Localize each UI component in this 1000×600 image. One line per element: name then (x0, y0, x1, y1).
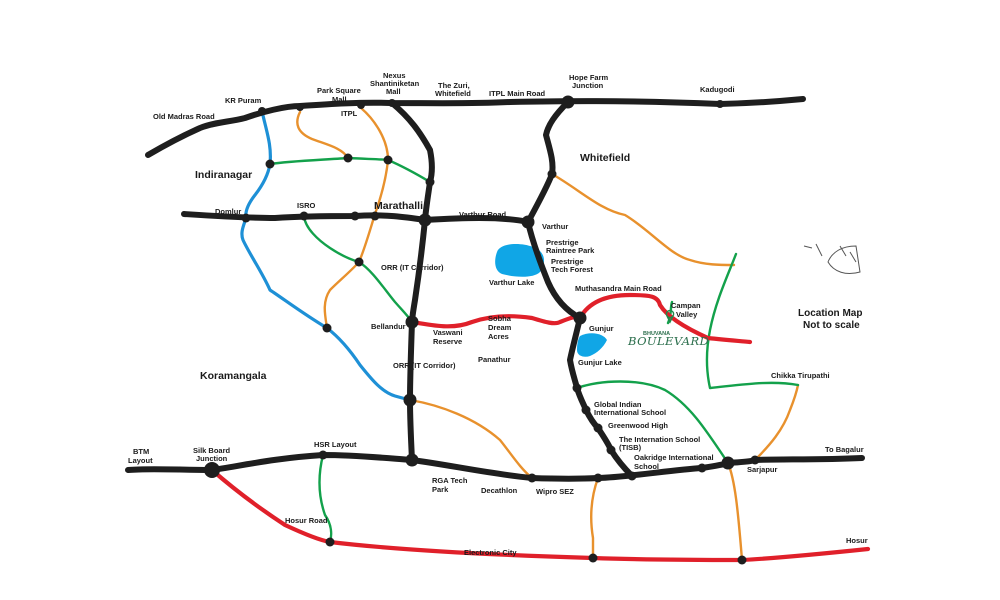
label-campan-valley: Valley (676, 310, 698, 319)
label-orr-1: ORR (IT Corridor) (381, 263, 444, 272)
label-greenwood: Greenwood High (608, 421, 668, 430)
label-whitefield: Whitefield (580, 152, 630, 164)
main-roads (125, 96, 865, 482)
label-sobha-dream: Dream (488, 323, 512, 332)
label-marathalli: Marathalli (374, 200, 423, 212)
orange-roads (296, 106, 800, 562)
label-chikka-tirupathi: Chikka Tirupathi (771, 371, 830, 380)
label-old-madras-road: Old Madras Road (153, 112, 215, 121)
project-logo-text: BOULEVARD (627, 334, 709, 348)
compass-icon (803, 243, 861, 275)
label-campan: Campan (671, 301, 701, 310)
label-varthur-road: Varthur Road (459, 210, 507, 219)
label-zuri: The Zuri, (438, 81, 470, 90)
label-silk-board-2: Junction (196, 454, 228, 463)
label-hosur-road: Hosur Road (285, 516, 328, 525)
red-roads (209, 292, 871, 563)
label-rga: RGA Tech (432, 476, 468, 485)
label-wipro: Wipro SEZ (536, 487, 574, 496)
label-rga-park: Park (432, 485, 449, 494)
label-global-indian: Global Indian (594, 400, 642, 409)
label-decathlon: Decathlon (481, 486, 518, 495)
label-bellandur: Bellandur (371, 322, 406, 331)
label-muthasandra: Muthasandra Main Road (575, 284, 662, 293)
blue-road (240, 109, 412, 402)
label-tisb-2: (TISB) (619, 443, 642, 452)
label-itpl-main-road: ITPL Main Road (489, 89, 546, 98)
label-panathur: Panathur (478, 355, 511, 364)
label-not-to-scale: Not to scale (803, 320, 860, 331)
label-hope-farm-2: Junction (572, 81, 604, 90)
label-koramangala: Koramangala (200, 370, 267, 382)
label-location-map: Location Map (798, 308, 862, 319)
label-hosur: Hosur (846, 536, 868, 545)
label-varthur-lake: Varthur Lake (489, 278, 534, 287)
project-logo-small: BHUVANA (643, 331, 670, 337)
project-location-pin-icon (665, 309, 675, 324)
label-park-square: Park Square (317, 86, 361, 95)
label-gunjur: Gunjur (589, 324, 614, 333)
label-kr-puram: KR Puram (225, 96, 262, 105)
label-global-indian-2: International School (594, 408, 666, 417)
label-btm: BTM (133, 447, 149, 456)
label-itpl: ITPL (341, 109, 358, 118)
label-prestige-tech: Prestrige (551, 257, 584, 266)
label-prestige-tech-2: Tech Forest (551, 265, 593, 274)
label-hsr-layout: HSR Layout (314, 440, 357, 449)
label-silk-board: Silk Board (193, 446, 231, 455)
label-to-bagalur: To Bagalur (825, 445, 864, 454)
label-kadugodi: Kadugodi (700, 85, 735, 94)
label-nexus-mall: Mall (386, 87, 401, 96)
label-park-square-mall: Mall (332, 95, 347, 104)
label-sobha-acres: Acres (488, 332, 509, 341)
map-labels: Old Madras Road KR Puram Park Square Mal… (128, 71, 868, 557)
label-sarjapur: Sarjapur (747, 465, 778, 474)
label-oakridge-2: School (634, 462, 659, 471)
junction-nodes (204, 95, 760, 565)
label-oakridge: Oakridge International (634, 453, 714, 462)
gunjur-lake (577, 333, 607, 357)
label-varthur: Varthur (542, 222, 568, 231)
label-orr-2: ORR (IT Corridor) (393, 361, 456, 370)
varthur-lake (495, 244, 545, 277)
label-electronic-city: Electronic City (464, 548, 517, 557)
label-hope-farm: Hope Farm (569, 73, 609, 82)
label-isro: ISRO (297, 201, 316, 210)
label-gunjur-lake: Gunjur Lake (578, 358, 622, 367)
label-zuri-2: Whitefield (435, 89, 471, 98)
label-indiranagar: Indiranagar (195, 169, 252, 181)
label-domlur: Domlur (215, 207, 241, 216)
label-nexus-2: Shantiniketan (370, 79, 420, 88)
label-nexus: Nexus (383, 71, 406, 80)
label-btm-layout: Layout (128, 456, 153, 465)
label-vaswani: Vaswani (433, 328, 463, 337)
label-prestige-raintree: Prestrige (546, 238, 579, 247)
label-sobha: Sobha (488, 314, 512, 323)
label-tisb: The Internation School (619, 435, 700, 444)
label-prestige-raintree-2: Raintree Park (546, 246, 595, 255)
label-vaswani-reserve: Reserve (433, 337, 462, 346)
